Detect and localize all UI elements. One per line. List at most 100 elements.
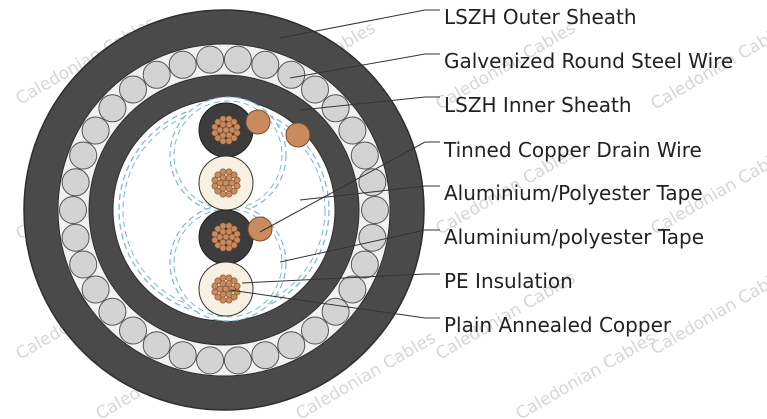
copper-strand (230, 118, 238, 126)
steel-wire (168, 341, 197, 370)
label-aluminium-polyester-tape-overall: Aluminium/polyester Tape (444, 225, 704, 249)
steel-wire (98, 297, 127, 326)
steel-wire (69, 250, 98, 279)
copper-strand (214, 134, 222, 142)
leader-lines (229, 9, 440, 319)
steel-wire (358, 223, 387, 252)
copper-strand (216, 179, 224, 187)
copper-strand (216, 233, 224, 241)
leader-line (299, 185, 440, 201)
watermark: Caledonian Cables (648, 263, 767, 359)
drain-wire (285, 122, 311, 148)
copper-strand (219, 190, 227, 198)
steel-wire (350, 141, 379, 170)
steel-wire (301, 316, 329, 345)
steel-wire (251, 341, 280, 370)
steel-wire (119, 316, 147, 345)
steel-wire (142, 60, 171, 89)
copper-strand (211, 123, 219, 131)
leader-line (229, 289, 440, 319)
copper-strand (230, 241, 238, 249)
steel-wire (277, 331, 306, 360)
label-plain-annealed-copper: Plain Annealed Copper (444, 313, 672, 337)
leader-line (259, 141, 440, 233)
copper-strand (230, 187, 238, 195)
copper-strand (233, 230, 241, 238)
steel-wire (81, 275, 110, 304)
copper-strand (214, 293, 222, 301)
copper-strand (214, 187, 222, 195)
steel-wire (142, 331, 171, 360)
steel-wire (301, 75, 329, 104)
copper-strand (230, 277, 238, 285)
steel-wire (321, 297, 350, 326)
copper-strand (219, 137, 227, 145)
copper-strand (233, 123, 241, 131)
copper-strand (228, 126, 236, 134)
copper-strand (219, 168, 227, 176)
leader-line (241, 273, 440, 284)
steel-wire (98, 94, 127, 123)
core-white-pair1 (198, 155, 254, 211)
copper-strand (225, 274, 233, 282)
steel-wire (69, 141, 98, 170)
leader-line (279, 229, 440, 263)
steel-wire (168, 50, 197, 79)
label-lszh-inner-sheath: LSZH Inner Sheath (444, 93, 632, 117)
copper-strand (219, 244, 227, 252)
copper-strand (211, 182, 219, 190)
copper-strand (216, 285, 224, 293)
copper-strand (230, 134, 238, 142)
copper-strand (214, 171, 222, 179)
steel-wire (223, 45, 252, 74)
steel-wire (350, 250, 379, 279)
steel-wire (61, 223, 90, 252)
copper-strand (225, 244, 233, 252)
label-galvanized-round-steel-wire: Galvenized Round Steel Wire (444, 49, 733, 73)
steel-wire (223, 346, 252, 375)
copper-strand (225, 222, 233, 230)
copper-strand (219, 296, 227, 304)
leader-line (279, 9, 440, 39)
copper-strand (225, 115, 233, 123)
steel-wire (59, 196, 87, 224)
drain-wire (245, 109, 271, 135)
steel-wire (277, 60, 306, 89)
leader-line (289, 53, 440, 79)
copper-strand (219, 274, 227, 282)
steel-wire (358, 168, 387, 197)
copper-strand (214, 241, 222, 249)
copper-strand (211, 288, 219, 296)
copper-strand (225, 137, 233, 145)
steel-wire (61, 168, 90, 197)
copper-strand (228, 233, 236, 241)
label-aluminium-polyester-tape-pair: Aluminium/Polyester Tape (444, 181, 703, 205)
core-black-pair2 (198, 209, 254, 265)
copper-strand (230, 171, 238, 179)
label-tinned-copper-drain-wire: Tinned Copper Drain Wire (443, 138, 702, 162)
steel-wire (338, 275, 367, 304)
steel-wire (321, 94, 350, 123)
watermark: Caledonian Cables (513, 328, 660, 419)
steel-wire (251, 50, 280, 79)
steel-wire (196, 45, 225, 74)
steel-wire (119, 75, 147, 104)
label-lszh-outer-sheath: LSZH Outer Sheath (444, 5, 637, 29)
copper-strand (230, 225, 238, 233)
drain-wire (247, 216, 273, 242)
copper-strand (230, 293, 238, 301)
copper-strand (216, 126, 224, 134)
copper-strand (219, 222, 227, 230)
copper-strand (214, 118, 222, 126)
core-black-pair1 (198, 102, 254, 158)
steel-wire (361, 196, 389, 224)
copper-strand (211, 230, 219, 238)
copper-strand (225, 190, 233, 198)
copper-strand (211, 236, 219, 244)
steel-wire (338, 116, 367, 145)
steel-wire (81, 116, 110, 145)
copper-strand (228, 179, 236, 187)
leader-line (299, 96, 440, 111)
copper-strand (211, 176, 219, 184)
